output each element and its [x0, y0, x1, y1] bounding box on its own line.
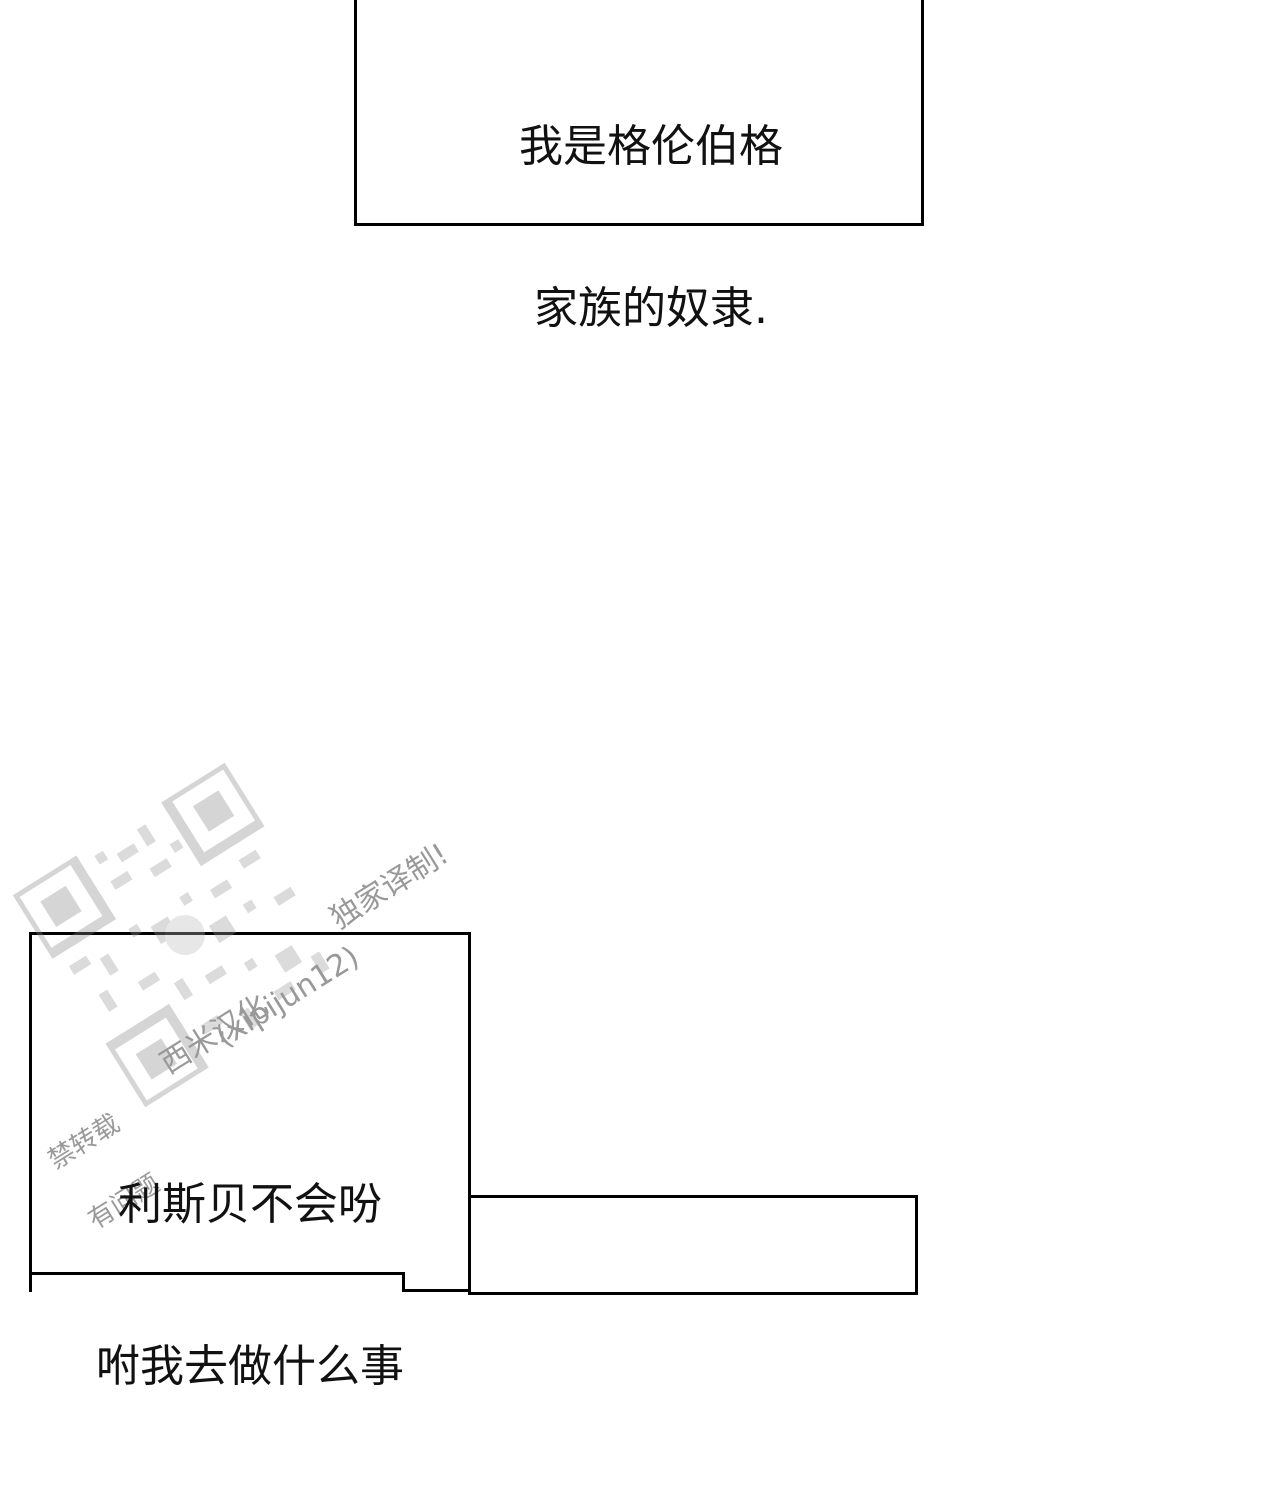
- bottom-caption-line-1: 利斯贝不会吩: [118, 1179, 382, 1230]
- bottom-caption: 利斯贝不会吩 咐我去做什么事: [60, 1070, 440, 1502]
- top-caption: 我是格伦伯格 家族的奴隶.: [354, 12, 948, 444]
- bottom-caption-line-2: 咐我去做什么事: [96, 1341, 404, 1392]
- top-panel: [354, 0, 924, 226]
- top-caption-line-1: 我是格伦伯格: [519, 121, 783, 172]
- bottom-left-panel: [29, 932, 471, 1292]
- top-caption-line-2: 家族的奴隶.: [534, 283, 768, 334]
- bottom-right-panel: [468, 1195, 918, 1295]
- watermark-exclusive-text: 独家译制!: [324, 836, 455, 937]
